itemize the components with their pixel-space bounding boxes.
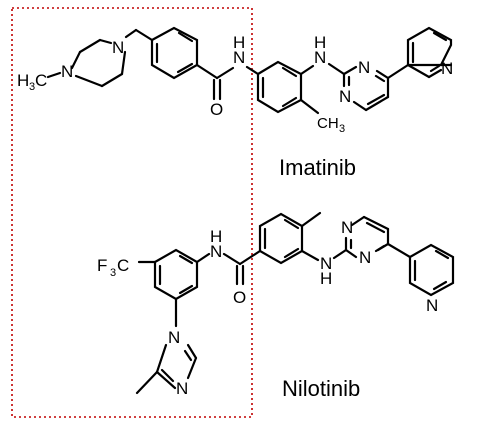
nilotinib-structure: F 3 C N H O N H N N N N N (97, 211, 455, 398)
nilotinib-cf3-f: F (97, 256, 107, 275)
nilotinib-carbonyl-o: O (233, 288, 246, 307)
nilotinib-name: Nilotinib (282, 376, 360, 401)
nilotinib-pyridine-n: N (426, 296, 438, 315)
nilotinib-amine-h: H (320, 269, 332, 288)
nilotinib-amine-n: N (320, 254, 332, 273)
nilotinib-cf3-c: C (117, 256, 129, 275)
nilotinib-pyrimidine-n2: N (359, 248, 371, 267)
nilotinib-cf3-subscript: 3 (110, 267, 116, 279)
imatinib-pyridine-n: N (441, 59, 453, 78)
imatinib-carbonyl-o: O (210, 100, 223, 119)
imatinib-amide-n: N (233, 48, 245, 67)
nilotinib-amide-h: H (210, 227, 222, 246)
imatinib-name: Imatinib (279, 155, 356, 180)
imatinib-piperazine-n1: N (61, 62, 73, 81)
imatinib-piperazine-n2: N (112, 38, 124, 57)
imatinib-methyl-c: C (35, 71, 47, 90)
imatinib-ch3-subscript: 3 (339, 123, 345, 135)
imatinib-pyrimidine-n2: N (339, 87, 351, 106)
nilotinib-amide-n: N (210, 242, 222, 261)
highlight-box (11, 7, 253, 418)
imatinib-pyrimidine-n1: N (358, 58, 370, 77)
nilotinib-pyrimidine-n1: N (341, 218, 353, 237)
imatinib-methyl-h: H (17, 71, 29, 90)
nilotinib-imidazole-n2: N (176, 379, 188, 398)
imatinib-amide-h: H (233, 33, 245, 52)
imatinib-methyl-subscript: 3 (29, 81, 35, 93)
imatinib-amine-n: N (314, 48, 326, 67)
imatinib-amine-h: H (314, 33, 326, 52)
imatinib-ch3-label: CH (317, 115, 339, 132)
imatinib-structure: H 3 C N N N H O N H N N N CH 3 (17, 26, 453, 135)
nilotinib-imidazole-n1: N (168, 328, 180, 347)
